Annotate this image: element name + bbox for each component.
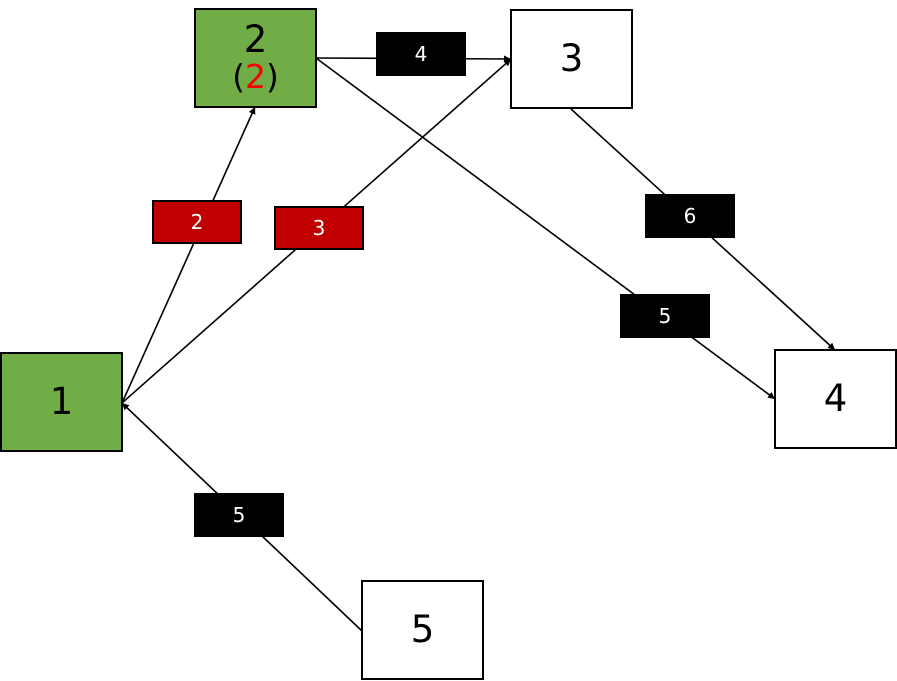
node-1-label: 1	[49, 379, 74, 423]
node-4: 4	[774, 349, 897, 449]
node-3-label: 3	[559, 36, 584, 80]
node-2: 2 (2)	[194, 8, 317, 108]
edge-2-3-weight: 4	[376, 32, 466, 76]
edge-1-3-weight: 3	[274, 206, 364, 250]
node-2-distance-value: 2	[245, 57, 266, 97]
node-1: 1	[0, 352, 123, 452]
edge-2-4-weight: 5	[620, 294, 710, 338]
node-4-label: 4	[823, 376, 848, 420]
edge-1-2-weight: 2	[152, 200, 242, 244]
node-2-distance: (2)	[232, 57, 279, 97]
edge-2-4	[315, 57, 776, 400]
node-5-label: 5	[410, 607, 435, 651]
edge-5-1-weight: 5	[194, 493, 284, 537]
node-3: 3	[510, 9, 633, 109]
node-5: 5	[361, 580, 484, 680]
edge-3-4-weight: 6	[645, 194, 735, 238]
node-2-label: 2	[243, 18, 268, 62]
edge-1-2	[121, 106, 256, 404]
